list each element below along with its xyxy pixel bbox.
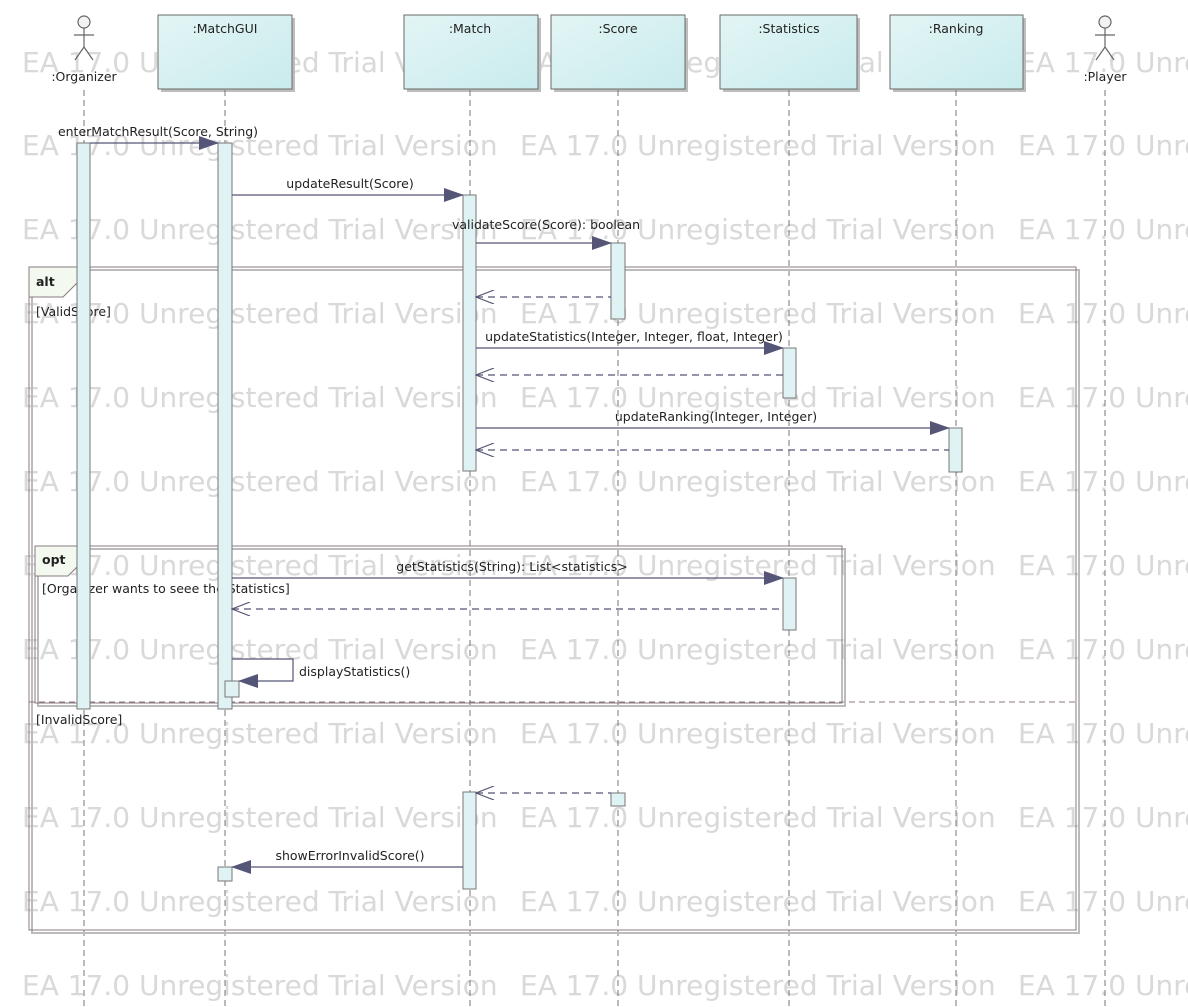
activation-score-2 xyxy=(610,792,626,807)
watermark-text: EA 17.0 Unregistered Trial Version xyxy=(1018,381,1188,414)
watermark-text: EA 17.0 Unregistered Trial Version xyxy=(520,297,996,330)
message-label: getStatistics(String): List<statistics> xyxy=(396,559,627,574)
watermark-layer: EA 17.0 Unregistered Trial Version EA 17.… xyxy=(22,46,1188,1002)
watermark-text: EA 17.0 Unregistered Trial Version xyxy=(1018,885,1188,918)
activation-ranking xyxy=(948,427,963,473)
activation-matchgui xyxy=(217,142,233,710)
fragment-alt: alt [ValidScore] [InvalidScore] xyxy=(28,266,1080,934)
self-message-arrow xyxy=(232,658,294,688)
message-label: updateResult(Score) xyxy=(286,176,413,191)
watermark-text: EA 17.0 Unregistered Trial Version xyxy=(1018,801,1188,834)
watermark-text: EA 17.0 Unregistered Trial Version xyxy=(22,885,498,918)
guard-invalid-score: [InvalidScore] xyxy=(36,712,122,727)
actor-icon xyxy=(74,15,94,61)
activation-organizer xyxy=(76,142,91,710)
watermark-text: EA 17.0 Unregistered Trial Version xyxy=(22,633,498,666)
fragment-operator: alt xyxy=(36,274,55,289)
watermark-text: EA 17.0 Unregistered Trial Version xyxy=(1018,297,1188,330)
message-label: updateRanking(Integer, Integer) xyxy=(615,409,817,424)
message-label: showErrorInvalidScore() xyxy=(275,848,424,863)
participant-label: :Statistics xyxy=(758,21,819,36)
activation-matchgui-2 xyxy=(217,866,233,882)
watermark-text: EA 17.0 Unregistered Trial Version xyxy=(1018,213,1188,246)
fragment-operator: opt xyxy=(42,552,66,567)
watermark-text: EA 17.0 Unregistered Trial Version xyxy=(520,381,996,414)
watermark-text: EA 17.0 Unregistered Trial Version xyxy=(1018,969,1188,1002)
participant-match: :Match xyxy=(403,14,541,92)
messages: enterMatchResult(Score, String) updateRe… xyxy=(58,124,950,874)
participant-label: :Match xyxy=(449,21,491,36)
watermark-text: EA 17.0 Unregistered Trial Version xyxy=(520,465,996,498)
participant-label: :MatchGUI xyxy=(193,21,258,36)
watermark-text: EA 17.0 Unregistered Trial Version xyxy=(520,549,996,582)
message-label: displayStatistics() xyxy=(299,664,410,679)
activations xyxy=(76,142,963,890)
watermark-text: EA 17.0 Unregistered Trial Version xyxy=(22,297,498,330)
activation-matchgui-self xyxy=(224,680,240,698)
watermark-text: EA 17.0 Unregistered Trial Version xyxy=(22,381,498,414)
participant-label: :Score xyxy=(598,21,638,36)
participant-label: :Organizer xyxy=(51,69,117,84)
actor-icon xyxy=(1095,15,1115,61)
watermark-text: EA 17.0 Unregistered Trial Version xyxy=(22,465,498,498)
watermark-text: EA 17.0 Unregistered Trial Version xyxy=(1018,129,1188,162)
activation-score xyxy=(610,242,626,320)
watermark-text: EA 17.0 Unregistered Trial Version xyxy=(22,129,498,162)
message-label: updateStatistics(Integer, Integer, float… xyxy=(485,329,783,344)
watermark-text: EA 17.0 Unregistered Trial Version xyxy=(1018,46,1188,79)
watermark-text: EA 17.0 Unregistered Trial Version xyxy=(520,717,996,750)
watermark-text: EA 17.0 Unregistered Trial Version xyxy=(1018,633,1188,666)
watermark-text: EA 17.0 Unregistered Trial Version xyxy=(520,969,996,1002)
watermark-text: EA 17.0 Unregistered Trial Version xyxy=(1018,549,1188,582)
watermark-text: EA 17.0 Unregistered Trial Version xyxy=(22,969,498,1002)
watermark-text: EA 17.0 Unregistered Trial Version xyxy=(520,885,996,918)
watermark-text: EA 17.0 Unregistered Trial Version xyxy=(22,549,498,582)
watermark-text: EA 17.0 Unregistered Trial Version xyxy=(520,633,996,666)
activation-match-2 xyxy=(462,791,477,890)
participant-organizer: :Organizer xyxy=(51,15,118,84)
activation-match xyxy=(462,194,477,472)
message-label: enterMatchResult(Score, String) xyxy=(58,124,258,139)
participant-player: :Player xyxy=(1083,15,1127,84)
participant-score: :Score xyxy=(550,14,688,92)
participant-label: :Ranking xyxy=(929,21,984,36)
watermark-text: EA 17.0 Unregistered Trial Version xyxy=(22,717,498,750)
watermark-text: EA 17.0 Unregistered Trial Version xyxy=(22,213,498,246)
participant-label: :Player xyxy=(1083,69,1127,84)
watermark-text: EA 17.0 Unregistered Trial Version xyxy=(1018,717,1188,750)
participant-ranking: :Ranking xyxy=(889,14,1026,92)
activation-statistics-2 xyxy=(782,577,797,631)
guard-valid-score: [ValidScore] xyxy=(36,304,111,319)
activation-statistics xyxy=(782,347,797,399)
message-label: validateScore(Score): boolean xyxy=(452,217,640,232)
watermark-text: EA 17.0 Unregistered Trial Version xyxy=(520,801,996,834)
watermark-text: EA 17.0 Unregistered Trial Version xyxy=(1018,465,1188,498)
participant-matchgui: :MatchGUI xyxy=(157,14,295,92)
watermark-text: EA 17.0 Unregistered Trial Version xyxy=(520,129,996,162)
watermark-text: EA 17.0 Unregistered Trial Version xyxy=(22,801,498,834)
participant-statistics: :Statistics xyxy=(719,14,860,92)
